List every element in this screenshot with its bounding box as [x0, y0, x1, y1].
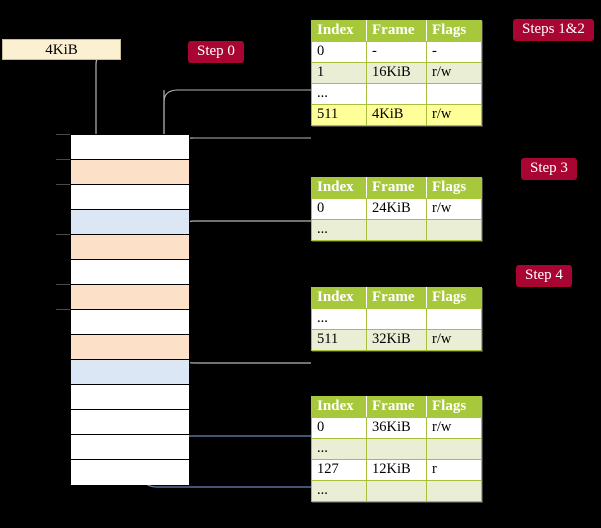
table-row: 0-- — [311, 41, 482, 63]
badge-step-4: Step 4 — [516, 265, 572, 287]
memory-frame-row — [71, 385, 189, 410]
table-cell-flags: r — [426, 459, 482, 481]
memory-frame-row — [71, 310, 189, 335]
column-header-index: Index — [311, 287, 367, 309]
memory-tick — [56, 284, 70, 285]
table-cell-flags — [426, 83, 482, 105]
table-cell-frame: 16KiB — [366, 62, 427, 84]
table-cell-frame: 4KiB — [366, 104, 427, 126]
memory-frame-row — [71, 360, 189, 385]
table-cell-flags: r/w — [426, 329, 482, 351]
memory-tick — [56, 159, 70, 160]
badge-steps-1-2-label: Steps 1&2 — [522, 21, 585, 37]
table-cell-idx: 1 — [311, 62, 367, 84]
table-row: ... — [311, 480, 482, 502]
column-header-flags: Flags — [426, 20, 482, 42]
badge-step-0: Step 0 — [188, 41, 244, 63]
memory-frame-row — [71, 460, 189, 485]
memory-frame-row — [71, 335, 189, 360]
table-cell-idx: ... — [311, 480, 367, 502]
table-cell-frame: - — [366, 41, 427, 63]
table-cell-frame — [366, 480, 427, 502]
table-row: ... — [311, 219, 482, 241]
table-cell-flags — [426, 438, 482, 460]
memory-frame-row — [71, 160, 189, 185]
table-cell-flags — [426, 219, 482, 241]
table-cell-idx: ... — [311, 438, 367, 460]
table-cell-flags: r/w — [426, 198, 482, 220]
memory-frame-row — [71, 410, 189, 435]
badge-step-3: Step 3 — [521, 158, 577, 180]
memory-frame-row — [71, 285, 189, 310]
column-header-frame: Frame — [366, 396, 427, 418]
memory-tick — [56, 309, 70, 310]
table-cell-idx: ... — [311, 83, 367, 105]
badge-steps-1-2: Steps 1&2 — [513, 19, 594, 41]
memory-frame-row — [71, 210, 189, 235]
table-cell-flags: r/w — [426, 104, 482, 126]
memory-frame-row — [71, 435, 189, 460]
table-cell-idx: 0 — [311, 198, 367, 220]
table-cell-idx: 0 — [311, 417, 367, 439]
column-header-frame: Frame — [366, 20, 427, 42]
table-cell-flags: r/w — [426, 62, 482, 84]
table-cell-frame — [366, 308, 427, 330]
column-header-frame: Frame — [366, 287, 427, 309]
memory-frame-row — [71, 185, 189, 210]
table-row: ... — [311, 438, 482, 460]
memory-frame-row — [71, 235, 189, 260]
column-header-frame: Frame — [366, 177, 427, 199]
table-cell-idx: 511 — [311, 104, 367, 126]
table-cell-frame — [366, 83, 427, 105]
table-cell-idx: ... — [311, 219, 367, 241]
table-row: ... — [311, 308, 482, 330]
table-cell-flags — [426, 308, 482, 330]
table-row: ... — [311, 83, 482, 105]
table-cell-flags — [426, 480, 482, 502]
table-cell-idx: 0 — [311, 41, 367, 63]
physical-memory-column — [70, 134, 190, 485]
table-cell-frame — [366, 438, 427, 460]
memory-frame-row — [71, 260, 189, 285]
memory-tick — [56, 184, 70, 185]
badge-step-0-label: Step 0 — [197, 43, 235, 59]
table-cell-frame: 32KiB — [366, 329, 427, 351]
column-header-index: Index — [311, 396, 367, 418]
table-cell-frame: 24KiB — [366, 198, 427, 220]
table-cell-idx: 127 — [311, 459, 367, 481]
column-header-index: Index — [311, 20, 367, 42]
source-frame-label: 4KiB — [45, 42, 78, 58]
table-cell-flags: - — [426, 41, 482, 63]
memory-frame-row — [71, 135, 189, 160]
table-cell-idx: ... — [311, 308, 367, 330]
table-cell-idx: 511 — [311, 329, 367, 351]
table-cell-frame — [366, 219, 427, 241]
source-frame-box: 4KiB — [2, 39, 121, 60]
table-cell-frame: 12KiB — [366, 459, 427, 481]
table-cell-flags: r/w — [426, 417, 482, 439]
column-header-index: Index — [311, 177, 367, 199]
column-header-flags: Flags — [426, 177, 482, 199]
memory-tick — [56, 134, 70, 135]
column-header-flags: Flags — [426, 396, 482, 418]
column-header-flags: Flags — [426, 287, 482, 309]
memory-tick — [56, 234, 70, 235]
connector-pdp-to-memory — [179, 220, 311, 261]
badge-step-3-label: Step 3 — [530, 160, 568, 176]
table-cell-frame: 36KiB — [366, 417, 427, 439]
connector-pd-to-memory — [174, 287, 311, 364]
badge-step-4-label: Step 4 — [525, 267, 563, 283]
